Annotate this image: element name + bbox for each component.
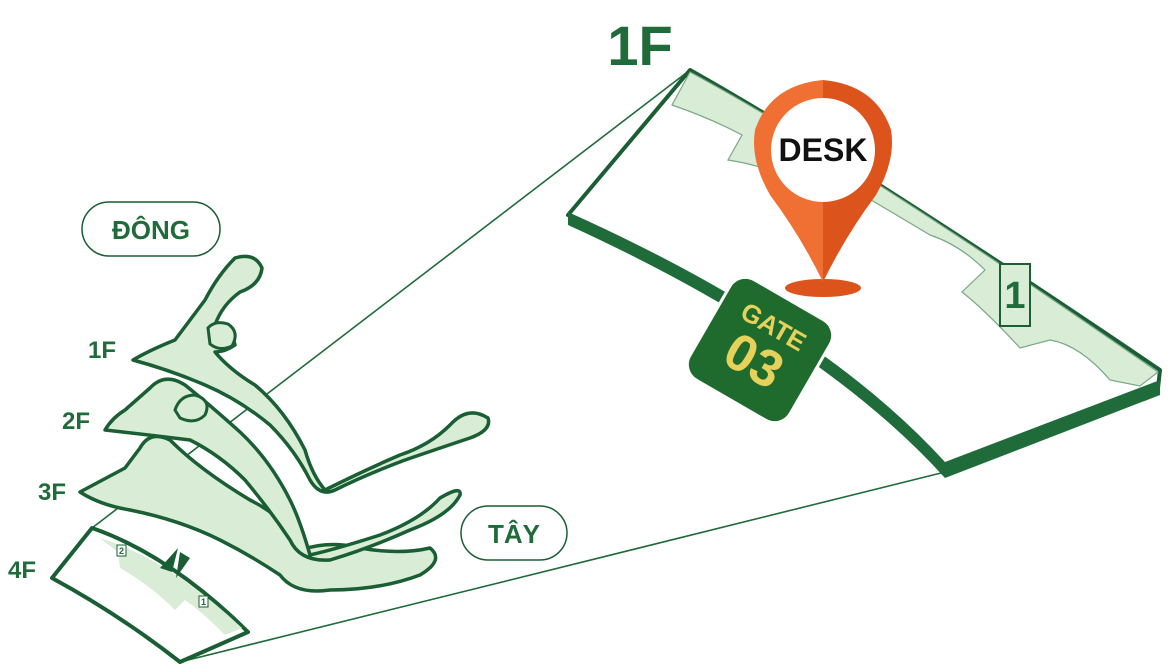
floor-1f-plan[interactable] <box>131 254 491 494</box>
floor-label-3f[interactable]: 3F <box>38 479 66 506</box>
direction-west-pill: TÂY <box>460 505 568 561</box>
floor-4f-slab[interactable]: 2 1 <box>50 526 250 664</box>
direction-east-label: ĐÔNG <box>112 215 190 245</box>
pin-label: DESK <box>779 132 868 168</box>
zone-marker-1-small-text: 1 <box>201 597 206 607</box>
zone-marker-1-large-text: 1 <box>1004 275 1025 317</box>
direction-east-pill: ĐÔNG <box>81 201 221 257</box>
zone-marker-1-large <box>999 263 1031 327</box>
pin-center <box>771 98 875 202</box>
zone-marker-1-small <box>198 595 209 608</box>
gate-badge[interactable]: GATE 03 <box>681 271 839 429</box>
zoom-floor-title: 1F <box>607 14 672 77</box>
compass-arrow-icon <box>160 548 190 578</box>
floor-label-4f[interactable]: 4F <box>8 557 36 584</box>
direction-west-label: TÂY <box>488 519 540 549</box>
floor-label-1f[interactable]: 1F <box>88 337 116 364</box>
zoom-projection-lines <box>91 69 946 663</box>
floor-label-2f[interactable]: 2F <box>62 408 90 435</box>
zone-marker-2 <box>116 544 127 557</box>
zone-marker-2-text: 2 <box>119 546 124 556</box>
desk-location-pin[interactable]: DESK <box>754 80 892 297</box>
floor-2f-plan[interactable] <box>103 377 462 562</box>
